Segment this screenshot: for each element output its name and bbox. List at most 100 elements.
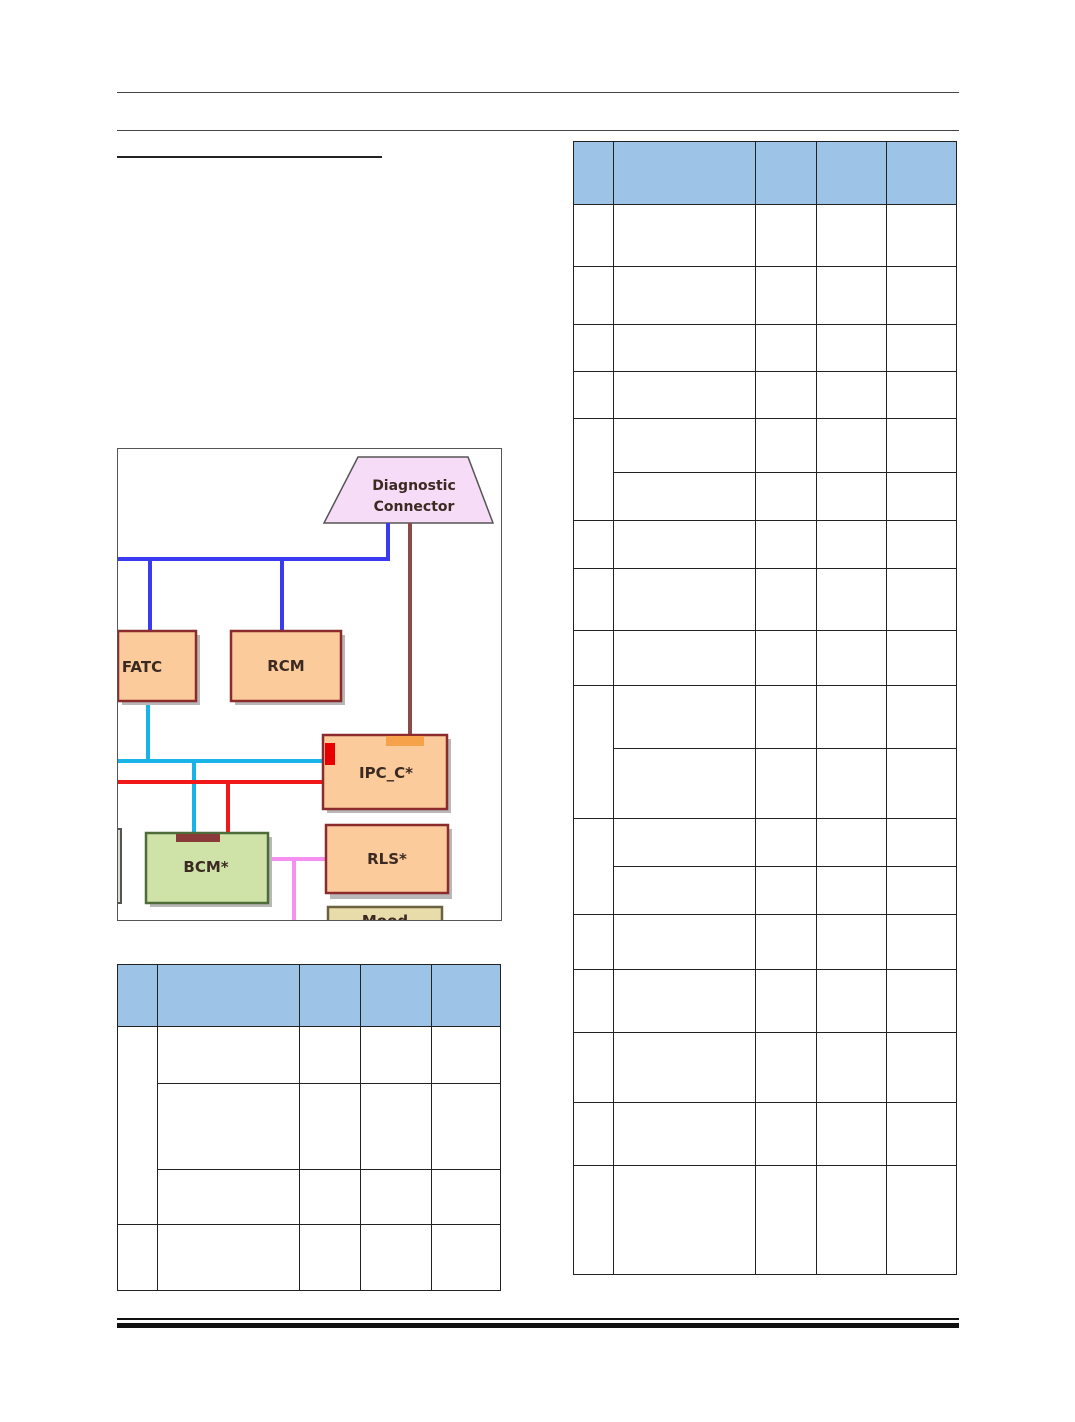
table-header-row xyxy=(117,964,501,1027)
table-cell xyxy=(755,568,817,631)
rcm-label: RCM xyxy=(267,657,305,675)
table-row xyxy=(574,866,957,915)
table-cell xyxy=(431,1026,501,1084)
header-cell xyxy=(299,964,361,1027)
table-cell xyxy=(755,1165,817,1275)
table-row xyxy=(573,568,957,631)
table-cell xyxy=(755,520,817,569)
rls-module xyxy=(324,823,450,895)
table-cell xyxy=(573,204,614,267)
mood-label: Mood xyxy=(362,912,408,921)
table-row xyxy=(573,969,957,1033)
table-cell xyxy=(613,685,756,749)
table-cell xyxy=(886,520,957,569)
bcm-port xyxy=(176,834,220,842)
header-cell xyxy=(573,141,614,205)
table-cell xyxy=(886,685,957,749)
table-cell xyxy=(886,266,957,325)
table-row xyxy=(573,204,957,267)
header-cell xyxy=(117,964,158,1027)
table-row xyxy=(573,324,957,372)
table-cell xyxy=(886,748,957,819)
table-cell xyxy=(755,630,817,686)
table-cell xyxy=(613,866,756,915)
footer-rule-thick xyxy=(117,1323,959,1328)
diagnostic-connector-label-1: Diagnostic xyxy=(372,478,456,494)
table-cell xyxy=(755,748,817,819)
table-header-row xyxy=(573,141,957,205)
table-cell xyxy=(886,371,957,419)
ipc-k-line-port xyxy=(386,736,424,746)
pink-bus xyxy=(268,857,326,920)
table-cell xyxy=(360,1224,432,1291)
table-cell xyxy=(755,418,817,473)
table-cell xyxy=(816,520,887,569)
table-cell xyxy=(816,1165,887,1275)
table-row xyxy=(573,371,957,419)
table-cell xyxy=(755,371,817,419)
table-cell xyxy=(886,204,957,267)
can-bus-blue xyxy=(118,523,390,633)
table-cell xyxy=(613,818,756,867)
ipc-module xyxy=(321,733,449,811)
table-cell xyxy=(755,324,817,372)
table-row xyxy=(117,1026,501,1225)
section-heading-underline xyxy=(117,156,382,158)
table-cell xyxy=(755,818,817,867)
table-cell xyxy=(816,1032,887,1103)
header-cell xyxy=(816,141,887,205)
table-row xyxy=(573,914,957,970)
table-cell xyxy=(573,685,614,819)
table-cell xyxy=(816,204,887,267)
table-cell xyxy=(886,1032,957,1103)
table-cell xyxy=(360,1083,432,1170)
table-cell xyxy=(886,630,957,686)
table-cell xyxy=(299,1169,361,1225)
table-cell xyxy=(573,1102,614,1166)
table-cell xyxy=(613,748,756,819)
table-cell xyxy=(816,1102,887,1166)
table-cell xyxy=(886,324,957,372)
table-cell xyxy=(755,914,817,970)
table-cell xyxy=(613,371,756,419)
fatc-label: FATC xyxy=(122,658,162,676)
rcm-module xyxy=(229,629,343,703)
table-cell xyxy=(886,914,957,970)
red-bus xyxy=(118,780,324,833)
table-cell xyxy=(816,818,887,867)
table-row xyxy=(573,818,957,915)
table-cell xyxy=(299,1083,361,1170)
table-row xyxy=(573,266,957,325)
table-cell xyxy=(816,472,887,521)
table-cell xyxy=(613,266,756,325)
table-cell xyxy=(573,568,614,631)
table-cell xyxy=(755,866,817,915)
table-cell xyxy=(886,568,957,631)
header-cell xyxy=(431,964,501,1027)
table-row xyxy=(117,1224,501,1291)
table-cell xyxy=(157,1026,300,1084)
table-cell xyxy=(573,266,614,325)
diagnostic-connector-label-2: Connector xyxy=(374,499,455,515)
table-cell xyxy=(816,748,887,819)
table-cell xyxy=(816,266,887,325)
table-row xyxy=(573,1165,957,1275)
table-row xyxy=(573,520,957,569)
table-cell xyxy=(886,1102,957,1166)
top-rule-2 xyxy=(117,130,959,131)
ipc-red-port xyxy=(325,743,335,765)
table-cell xyxy=(816,969,887,1033)
fatc-module xyxy=(118,629,198,703)
table-cell xyxy=(886,1165,957,1275)
table-cell xyxy=(886,818,957,867)
table-cell xyxy=(573,818,614,915)
left-table xyxy=(117,964,501,1291)
mood-module xyxy=(326,905,444,920)
table-row xyxy=(573,630,957,686)
table-cell xyxy=(816,630,887,686)
table-cell xyxy=(755,1102,817,1166)
table-row xyxy=(574,472,957,521)
table-cell xyxy=(613,418,756,473)
footer-rule-thin xyxy=(117,1318,959,1320)
header-cell xyxy=(886,141,957,205)
